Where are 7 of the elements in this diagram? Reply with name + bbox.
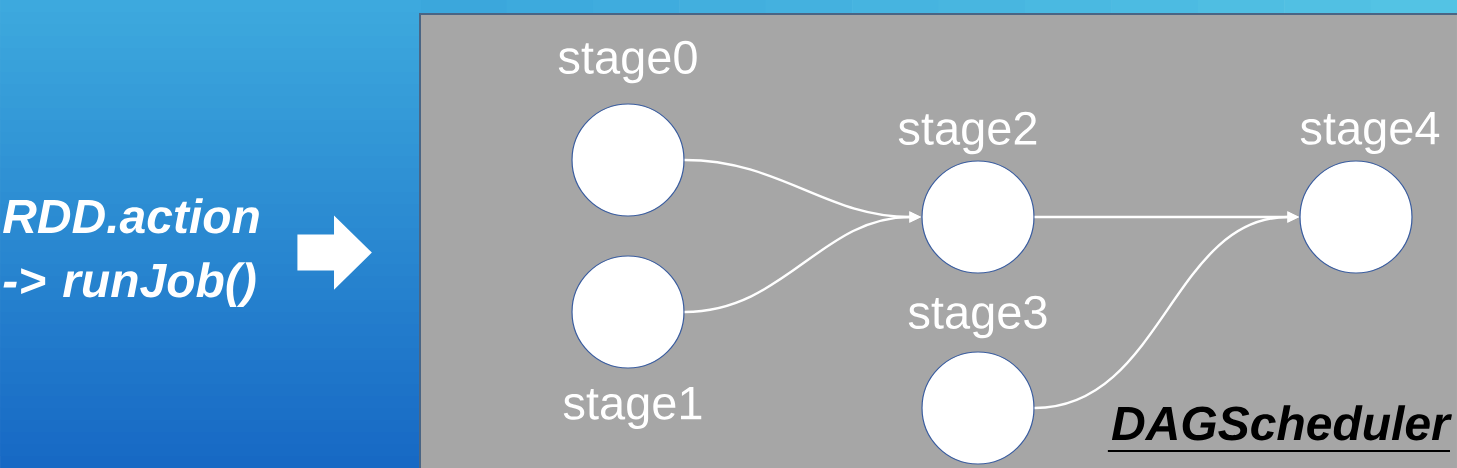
stage-label: stage0 — [558, 40, 697, 84]
stage-label: stage4 — [1300, 111, 1440, 155]
panel-heading: DAGScheduler — [1106, 405, 1452, 452]
code-label: RDD.action -> runJob() — [3, 198, 259, 307]
stage-label: stage3 — [908, 295, 1047, 339]
stage-label: stage2 — [898, 111, 1037, 155]
stage-label: stage1 — [563, 386, 702, 430]
